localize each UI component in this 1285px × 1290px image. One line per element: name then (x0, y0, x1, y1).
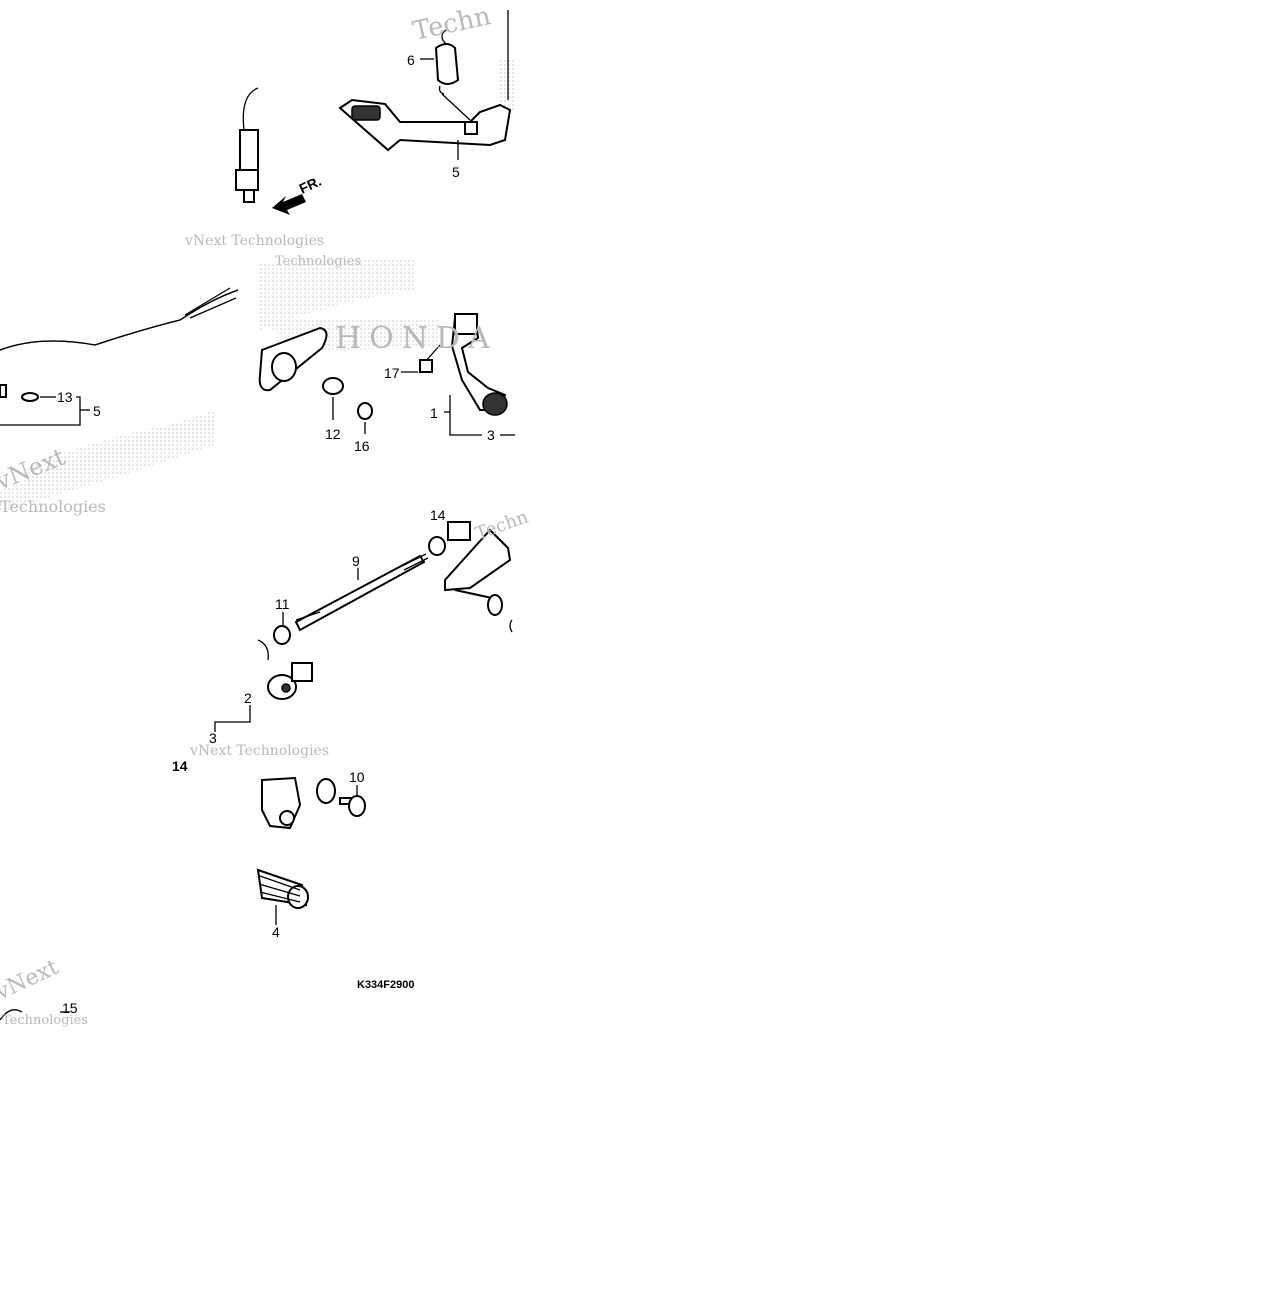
svg-text:13: 13 (57, 389, 73, 405)
part-label-14-top: 14 (430, 507, 446, 523)
svg-text:3: 3 (209, 730, 217, 746)
change-arm-assembly (258, 312, 515, 436)
part-label-8: 6 (407, 52, 415, 68)
part-label-7: 5 (452, 164, 460, 180)
svg-text:vNext Technologies: vNext Technologies (184, 233, 324, 249)
part-label-3b: 3 (209, 730, 217, 746)
svg-text:15: 15 (62, 1000, 78, 1016)
svg-text:17: 17 (384, 365, 400, 381)
svg-text:Techn: Techn (410, 1, 494, 47)
svg-text:Technologies: Technologies (0, 497, 106, 516)
svg-text:10: 10 (349, 769, 365, 785)
svg-text:6: 6 (407, 52, 415, 68)
part-label-2: 2 (244, 690, 252, 706)
brake-pedal-assembly (338, 10, 512, 160)
lower-left-fragment: vNext Technologies (0, 955, 88, 1028)
svg-text:Techn: Techn (473, 506, 532, 545)
svg-text:14: 14 (430, 507, 446, 523)
svg-text:FR.: FR. (297, 173, 324, 197)
svg-text:vNext: vNext (0, 955, 62, 1006)
part-label-14-bottom: 14 (172, 758, 188, 774)
part-label-15: 15 (62, 1000, 78, 1016)
direction-label: FR. (297, 173, 324, 197)
watermark-text-honda: Technologies HONDA (275, 254, 498, 356)
part-label-1: 1 (430, 405, 438, 421)
svg-text:3: 3 (487, 427, 495, 443)
svg-text:5: 5 (452, 164, 460, 180)
svg-text:12: 12 (325, 426, 341, 442)
svg-text:HONDA: HONDA (335, 321, 498, 356)
part-label-10: 10 (349, 769, 365, 785)
svg-text:16: 16 (354, 438, 370, 454)
part-label-3: 3 (487, 427, 495, 443)
part-label-4: 4 (272, 924, 280, 940)
part-label-9: 119 (352, 553, 360, 569)
svg-text:K334F2900: K334F2900 (357, 979, 415, 991)
watermark-text-lower: vNext Technologies Techn (189, 506, 531, 759)
svg-text:Technologies: Technologies (2, 1013, 88, 1028)
svg-text:1: 1 (430, 405, 438, 421)
part-label-11: 11 (275, 596, 290, 612)
shift-rod-assembly (214, 521, 513, 732)
part-label-5: 55 (93, 403, 101, 419)
part-label-17: 17 (384, 365, 400, 381)
svg-text:14: 14 (172, 758, 188, 774)
forward-arrow-icon (272, 194, 306, 215)
svg-text:2: 2 (244, 690, 252, 706)
svg-text:5: 5 (93, 403, 101, 419)
diagram-code: K334F2900 (357, 979, 415, 991)
svg-text:Technologies: Technologies (275, 254, 361, 269)
part-label-13: 13 (57, 389, 73, 405)
svg-text:9: 9 (352, 553, 360, 569)
wire-harness (0, 287, 239, 426)
svg-text:vNext Technologies: vNext Technologies (189, 743, 329, 759)
svg-text:4: 4 (272, 924, 280, 940)
svg-text:11: 11 (275, 596, 290, 612)
stop-switch (235, 87, 259, 203)
bolt-and-rubber (256, 776, 366, 925)
part-label-16: 16 (354, 438, 370, 454)
part-label-12: 12 (325, 426, 341, 442)
